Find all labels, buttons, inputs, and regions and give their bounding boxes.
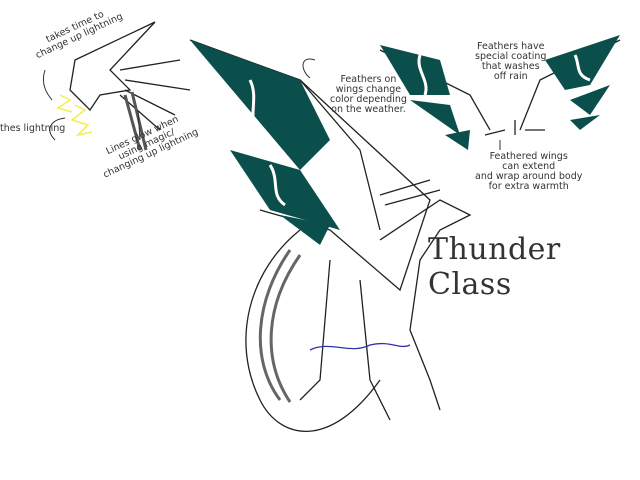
annotation-feathered-wings: Feathered wings can extend and wrap arou… (475, 151, 583, 192)
feather-stripes (248, 54, 591, 207)
title: Thunder Class (428, 232, 561, 302)
feather (445, 130, 470, 150)
feather (380, 45, 450, 95)
feather-stripe (573, 54, 591, 82)
large-wing-bone (299, 79, 381, 231)
feather (570, 115, 600, 130)
feather (230, 150, 340, 230)
annotation-arrows (42, 58, 501, 150)
annotation-feathers-color: Feathers on wings change color depending… (330, 74, 407, 115)
head-spikes (119, 59, 191, 131)
annotation-breathes: thes lightning (0, 123, 66, 134)
head-sketch (69, 21, 156, 112)
feather (570, 85, 610, 115)
lightning-breath (56, 94, 93, 137)
feather (545, 35, 620, 90)
feather-stripe (417, 54, 428, 96)
arrow-feathers-color (302, 58, 316, 79)
body-outline (245, 229, 381, 432)
lightning-bolt (56, 94, 73, 113)
head-horns (379, 179, 441, 206)
feather (190, 40, 330, 170)
feather (410, 100, 460, 135)
lightning-bolt (70, 104, 93, 137)
feather-stripe (248, 79, 262, 141)
arrow-breathes (49, 117, 66, 141)
wing-bracket (484, 120, 545, 136)
neck-and-front-leg (379, 199, 472, 411)
tail-stripes (258, 249, 302, 403)
legs (299, 259, 391, 421)
annotation-feathers-coating: Feathers have special coating that washe… (475, 41, 547, 82)
arrow-lines-glow (137, 109, 141, 141)
feathers (190, 35, 620, 245)
feather (280, 215, 330, 245)
arrow-charge-time (42, 69, 53, 101)
belly-markings (309, 342, 411, 351)
feather-stripe (268, 164, 286, 207)
